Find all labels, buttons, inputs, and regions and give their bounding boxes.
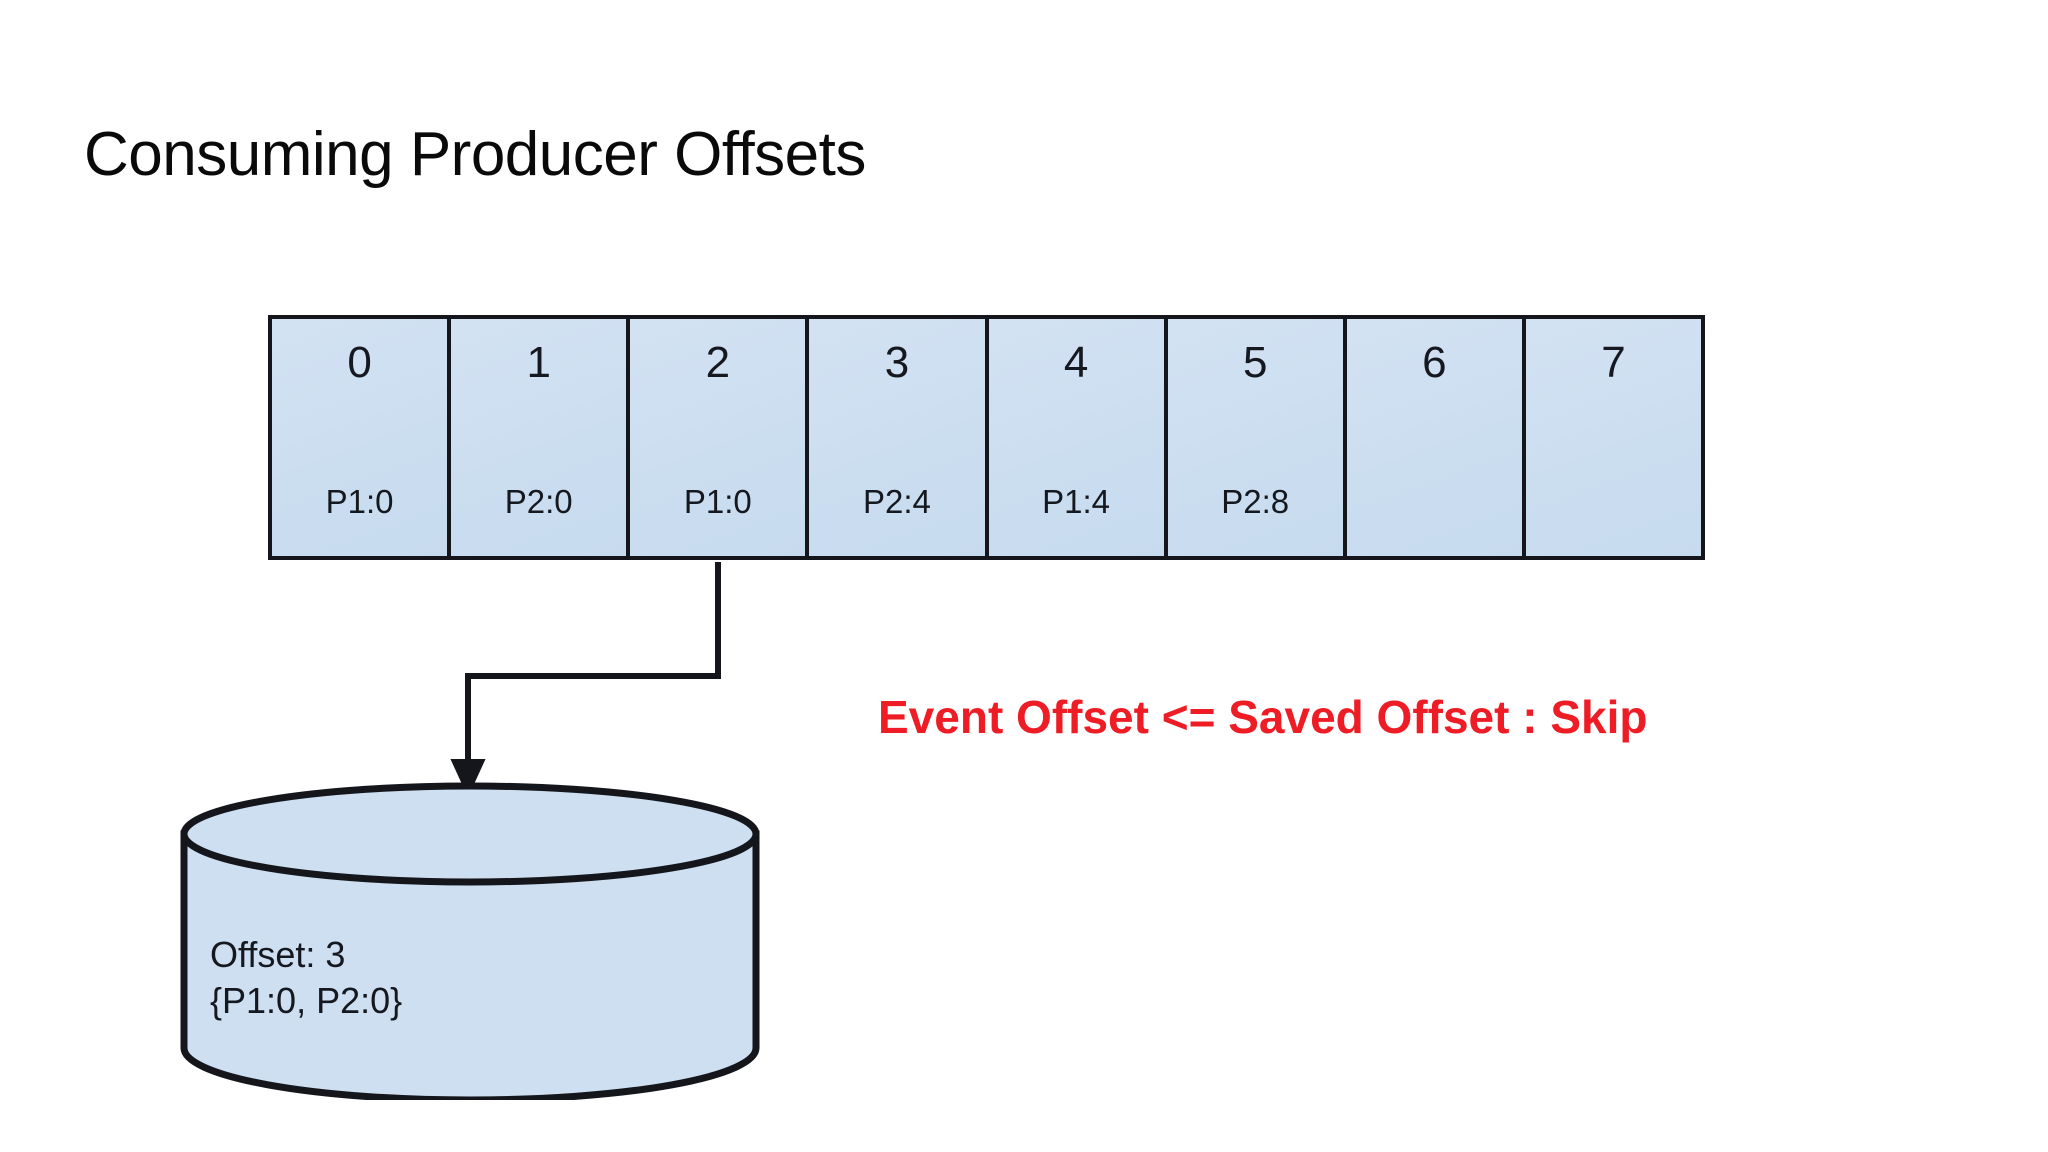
log-cell[interactable]: 7 (1525, 319, 1701, 556)
cell-producer-label: P1:0 (683, 483, 752, 520)
datastore-offset-line: Offset: 3 (210, 934, 346, 975)
log-cell[interactable]: 2 P1:0 (630, 319, 810, 556)
cell-offset-label: 7 (1601, 338, 1626, 387)
cell-offset-label: 2 (705, 338, 731, 387)
cell-offset-label: 5 (1242, 338, 1268, 387)
datastore-text-block: Offset: 3 {P1:0, P2:0} (210, 932, 402, 1024)
log-cell[interactable]: 3 P2:4 (809, 319, 989, 556)
skip-rule-annotation: Event Offset <= Saved Offset : Skip (878, 691, 1648, 743)
cylinder-body (180, 830, 760, 1100)
cell-producer-label: P2:0 (504, 483, 573, 520)
cell-offset-label: 4 (1063, 338, 1089, 387)
log-cell[interactable]: 1 P2:0 (451, 319, 631, 556)
cylinder-shape (180, 782, 760, 1100)
log-cell[interactable]: 5 P2:8 (1167, 319, 1347, 556)
cell-producer-label: P1:0 (325, 483, 394, 520)
event-log-strip: 0 P1:0 1 P2:0 2 P1:0 3 P2:4 4 P1:4 5 P2:… (268, 315, 1705, 560)
log-cell[interactable]: 6 (1346, 319, 1526, 556)
cell-producer-label: P2:8 (1221, 483, 1290, 520)
cell-producer-label: P2:4 (862, 483, 931, 520)
cell-producer-label: P1:4 (1042, 483, 1110, 520)
cylinder-top (180, 782, 760, 886)
cell-offset-label: 0 (347, 338, 372, 387)
cell-offset-label: 6 (1422, 338, 1447, 387)
cell-offset-label: 3 (884, 338, 910, 387)
connector-path (465, 562, 721, 760)
datastore-producers-line: {P1:0, P2:0} (210, 980, 403, 1022)
log-cell[interactable]: 4 P1:4 (988, 319, 1168, 556)
cell-offset-label: 1 (526, 338, 551, 387)
page-title: Consuming Producer Offsets (84, 120, 866, 189)
log-cell[interactable]: 0 P1:0 (272, 319, 452, 556)
offset-store-cylinder[interactable]: Offset: 3 {P1:0, P2:0} (178, 782, 762, 1100)
